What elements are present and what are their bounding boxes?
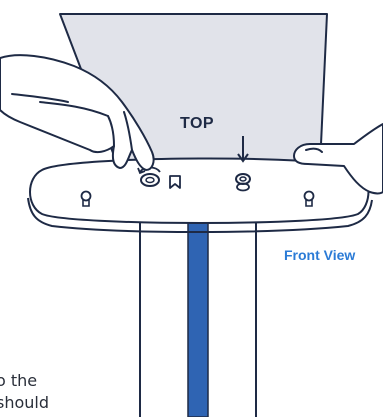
instruction-text-line-2: should bbox=[0, 393, 49, 412]
blue-stripe bbox=[188, 214, 208, 417]
tray bbox=[28, 158, 372, 232]
top-label: TOP bbox=[180, 115, 214, 132]
stand bbox=[140, 210, 256, 417]
front-view-label: Front View bbox=[284, 247, 355, 263]
instruction-text-line-1: o the bbox=[0, 371, 37, 390]
